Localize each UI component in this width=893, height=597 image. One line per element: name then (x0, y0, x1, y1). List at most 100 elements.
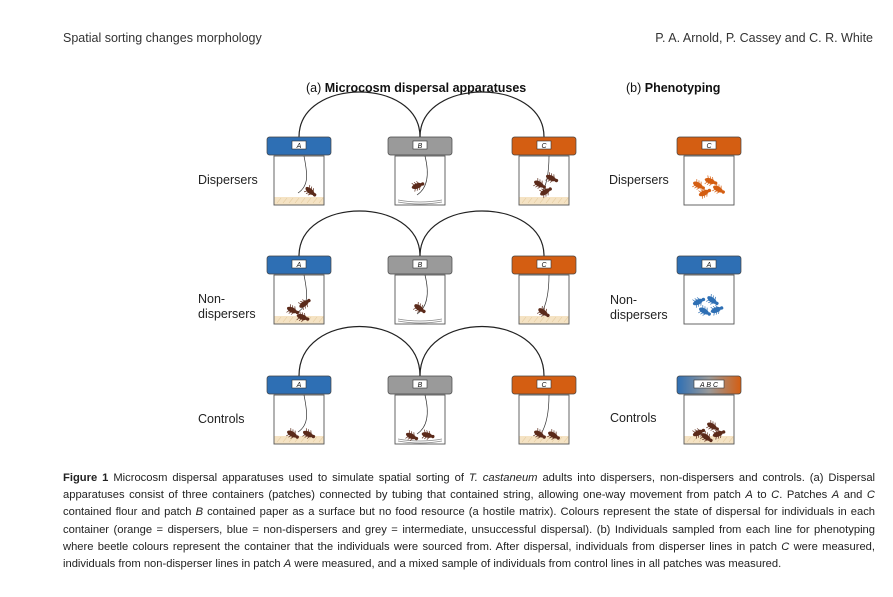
container-body (273, 155, 325, 206)
container-c: C (511, 375, 577, 445)
dispersal-string (297, 155, 307, 194)
flour-hatch (557, 197, 563, 204)
beetle (296, 311, 310, 322)
patch-label: C (541, 382, 547, 389)
beetle-phenotyped (692, 428, 706, 439)
beetle (547, 429, 560, 440)
paper-substrate (397, 438, 443, 442)
paper-substrate (397, 201, 443, 205)
patch-label: C (706, 143, 712, 150)
beetle (286, 304, 300, 315)
beetle-phenotyped (705, 293, 719, 306)
patch-label-box (701, 140, 717, 150)
flour-hatch (521, 197, 527, 204)
flour-hatch (282, 316, 288, 323)
dispersal-string (416, 394, 428, 435)
flour-hatch (557, 436, 563, 443)
beetle-phenotyped (692, 179, 705, 190)
beetle (286, 428, 299, 439)
paper-substrate (397, 440, 443, 444)
flour-substrate (519, 316, 569, 324)
beetle (412, 301, 426, 314)
row-label-non-dispersers-b: Non-dispersers (610, 293, 668, 322)
flour-hatch (539, 316, 545, 323)
paper-substrate (397, 318, 443, 322)
flour-hatch (533, 316, 539, 323)
container-body (518, 274, 570, 325)
patch-label: A (706, 262, 712, 269)
flour-hatch (533, 436, 539, 443)
patch-label-box (412, 140, 428, 150)
patch-label-box (693, 379, 725, 389)
beetle-phenotyped (710, 305, 724, 316)
patch-label: A (296, 143, 302, 150)
beetle (303, 184, 317, 197)
flour-hatch (527, 197, 533, 204)
flour-hatch (698, 436, 704, 443)
row-label-dispersers-a: Dispersers (198, 173, 258, 187)
beetle (411, 181, 425, 192)
beetle-phenotyped (692, 297, 706, 308)
patch-label: C (541, 262, 547, 269)
beetle-phenotyped (698, 188, 712, 199)
container-a: A (266, 255, 332, 325)
patch-label-box (291, 379, 307, 389)
paper-substrate (397, 199, 443, 203)
flour-hatch (312, 436, 318, 443)
flour-hatch (276, 316, 282, 323)
flour-hatch (318, 197, 324, 204)
flour-hatch (276, 197, 282, 204)
patch-label: A (296, 382, 302, 389)
flour-hatch (563, 197, 569, 204)
running-header-authors: P. A. Arnold, P. Cassey and C. R. White (655, 31, 873, 45)
patch-label: A (296, 262, 302, 269)
patch-label: A B C (699, 382, 719, 389)
flour-hatch (551, 316, 557, 323)
container-body (394, 274, 446, 325)
flour-hatch (300, 436, 306, 443)
flour-hatch (318, 316, 324, 323)
flour-hatch (282, 436, 288, 443)
container-b: B (387, 136, 453, 206)
flour-substrate (519, 436, 569, 444)
paper-substrate (397, 320, 443, 324)
container-c: C (511, 255, 577, 325)
beetle-phenotyped (712, 183, 725, 194)
patch-label: C (541, 143, 547, 150)
container-a: A (266, 136, 332, 206)
container-b: B (387, 375, 453, 445)
beetle-phenotyped (698, 305, 711, 316)
flour-hatch (527, 316, 533, 323)
flour-hatch (306, 197, 312, 204)
container-body (394, 394, 446, 445)
container-body (273, 394, 325, 445)
flour-hatch (557, 316, 563, 323)
flour-hatch (728, 436, 734, 443)
flour-hatch (288, 316, 294, 323)
container-mixed: A B C (676, 375, 742, 445)
patch-label-box (412, 379, 428, 389)
beetle (421, 429, 435, 440)
connecting-tube (298, 91, 421, 138)
flour-hatch (312, 316, 318, 323)
flour-hatch (521, 316, 527, 323)
flour-hatch (545, 197, 551, 204)
beetle (545, 172, 559, 183)
connecting-tube (419, 210, 545, 257)
row-label-controls-a: Controls (198, 412, 245, 426)
beetle (302, 428, 316, 439)
connecting-tube (419, 91, 545, 138)
connecting-tube (298, 325, 421, 377)
patch-label-box (536, 140, 552, 150)
container-b: B (387, 255, 453, 325)
flour-hatch (545, 316, 551, 323)
flour-hatch (722, 436, 728, 443)
connecting-tube (419, 325, 545, 377)
beetle (533, 428, 546, 439)
flour-hatch (306, 436, 312, 443)
patch-label: B (418, 262, 423, 269)
figure-1-illustration: A B C C A B C A A B C A B C (266, 91, 742, 445)
flour-hatch (521, 436, 527, 443)
flour-hatch (318, 436, 324, 443)
beetle-phenotyped (704, 175, 718, 186)
